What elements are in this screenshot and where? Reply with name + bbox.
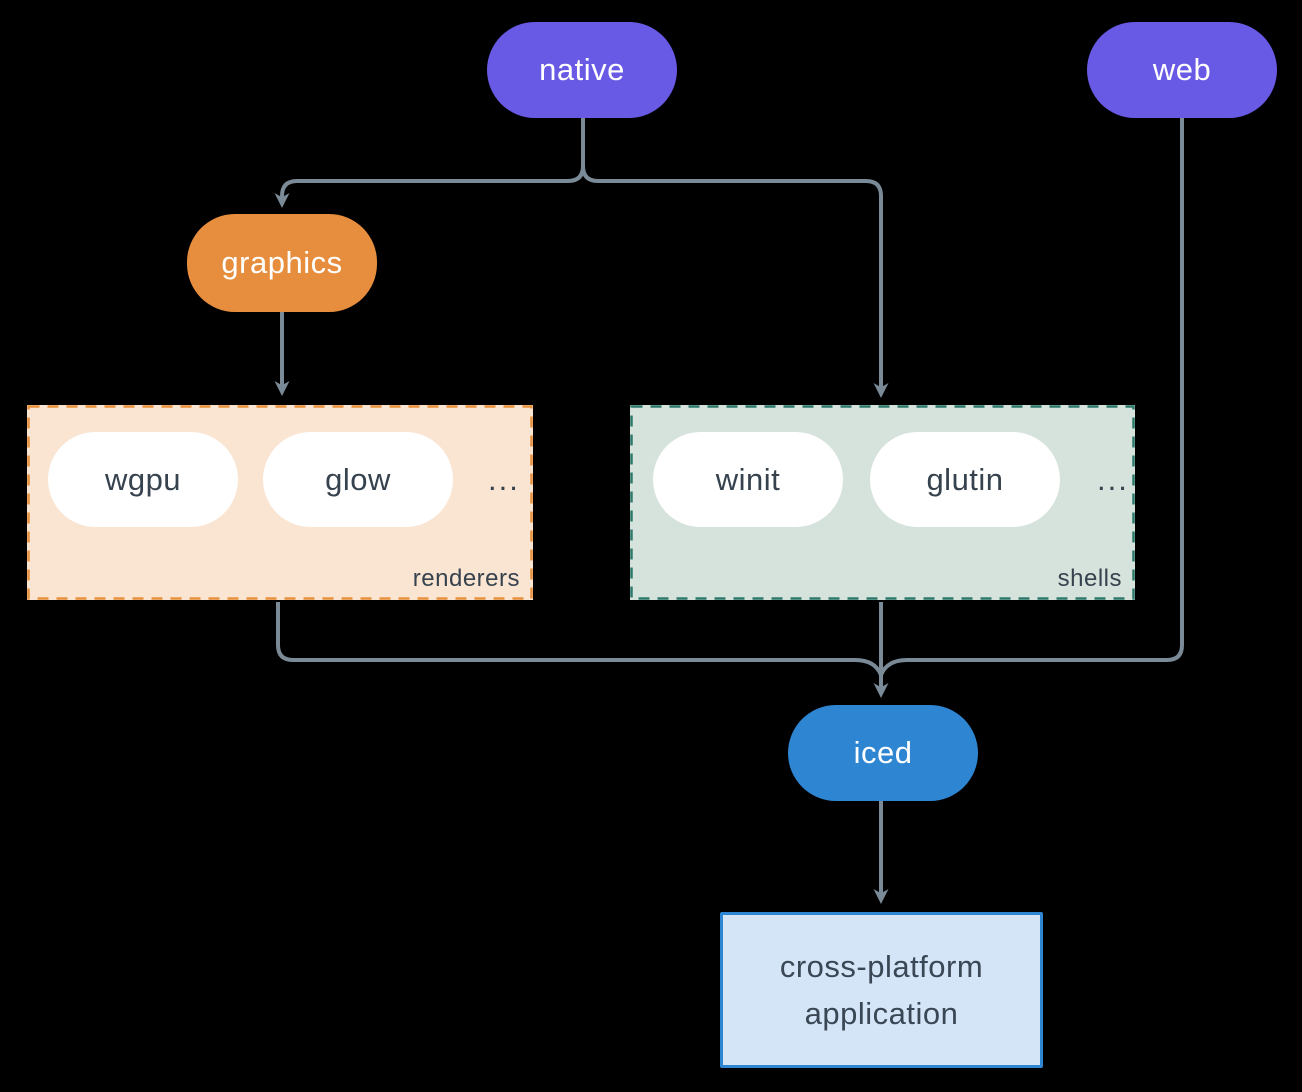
node-web-label: web — [1152, 52, 1212, 87]
node-wgpu-label: wgpu — [104, 461, 182, 497]
node-glow: glow — [263, 432, 453, 527]
node-glow-label: glow — [325, 461, 391, 497]
group-renderers: wgpu glow ... renderers — [27, 405, 533, 600]
node-iced-label: iced — [853, 735, 913, 770]
node-winit: winit — [653, 432, 843, 527]
node-graphics-label: graphics — [221, 245, 343, 280]
node-web: web — [1087, 22, 1277, 118]
application-label-line1: cross-platform — [779, 949, 984, 984]
shells-items-row: winit glutin ... — [630, 432, 1129, 527]
node-cross-platform-application: cross-platform application — [720, 912, 1043, 1068]
node-glutin: glutin — [870, 432, 1060, 527]
renderers-items-row: wgpu glow ... — [27, 432, 520, 527]
edge-renderers-to-merge — [276, 602, 883, 676]
node-graphics: graphics — [187, 214, 377, 312]
renderers-group-label: renderers — [412, 565, 520, 592]
node-native: native — [487, 22, 677, 118]
edge-native-to-shells — [581, 118, 889, 398]
node-glutin-label: glutin — [926, 461, 1004, 497]
group-shells: winit glutin ... shells — [630, 405, 1135, 600]
node-winit-label: winit — [715, 461, 781, 497]
shells-group-label: shells — [1057, 565, 1122, 592]
edge-native-to-graphics — [274, 118, 585, 208]
edge-web-to-merge — [879, 118, 1184, 676]
application-label-line2: application — [804, 996, 959, 1031]
node-wgpu: wgpu — [48, 432, 238, 527]
renderers-ellipsis: ... — [488, 461, 520, 497]
shells-ellipsis: ... — [1097, 461, 1129, 497]
node-iced: iced — [788, 705, 978, 801]
node-native-label: native — [539, 52, 625, 87]
